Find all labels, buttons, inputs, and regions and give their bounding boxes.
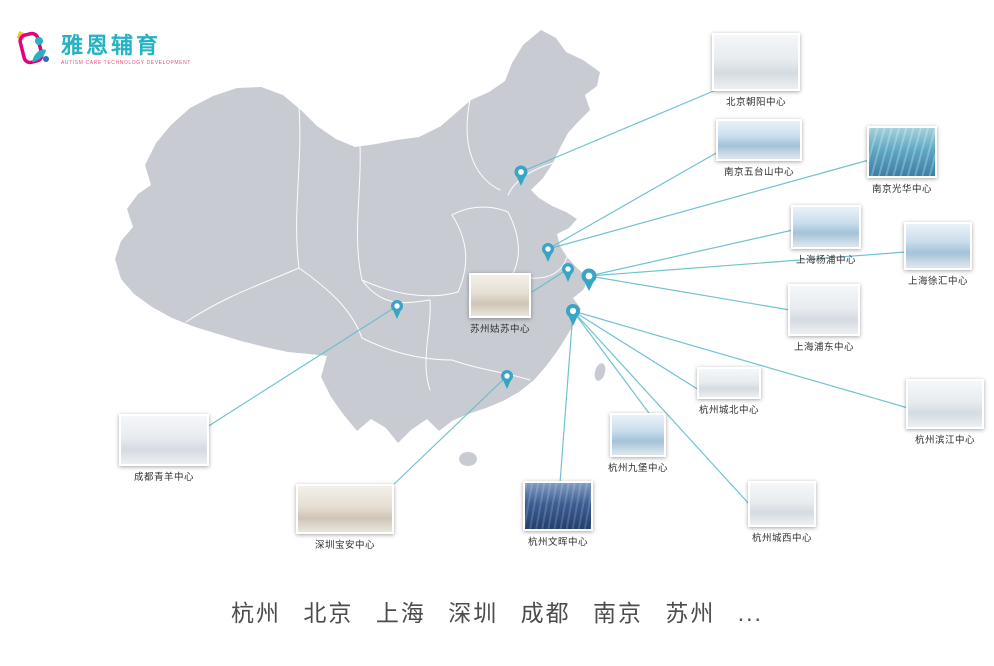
center-photo [296, 484, 394, 534]
center-card-shanghai-xuhui: 上海徐汇中心 [904, 222, 972, 287]
logo-mark-icon [16, 31, 49, 65]
center-card-shenzhen-baoan: 深圳宝安中心 [296, 484, 394, 551]
footer-city-list: 杭州 北京 上海 深圳 成都 南京 苏州 ... [231, 600, 763, 626]
connector-lines [206, 89, 909, 506]
center-card-shanghai-yangpu: 上海杨浦中心 [791, 205, 861, 266]
center-label: 苏州姑苏中心 [469, 324, 530, 335]
center-card-hangzhou-jiubao: 杭州九堡中心 [608, 413, 668, 474]
center-card-shanghai-pudong: 上海浦东中心 [788, 284, 860, 353]
center-label: 上海徐汇中心 [907, 276, 968, 287]
center-photo [867, 126, 937, 178]
center-card-nanjing-wutaishan: 南京五台山中心 [716, 119, 802, 178]
map-pins [391, 165, 597, 389]
center-photo [904, 222, 972, 270]
center-card-hangzhou-wenhui: 杭州文晖中心 [523, 481, 593, 548]
center-photo [748, 481, 816, 527]
center-photo [712, 33, 800, 91]
center-label: 南京光华中心 [871, 184, 932, 195]
center-photo [469, 273, 531, 318]
center-card-hangzhou-chengxi: 杭州城西中心 [748, 481, 816, 544]
map-pin-suzhou [562, 263, 574, 282]
center-photo [610, 413, 666, 457]
center-label: 上海浦东中心 [793, 342, 854, 353]
taiwan-island [594, 363, 606, 381]
center-photo [788, 284, 860, 336]
map-pin-chengdu [391, 300, 403, 319]
logo: 雅恩辅育 AUTISM CARE TECHNOLOGY DEVELOPMENT [12, 28, 191, 72]
center-label: 南京五台山中心 [723, 167, 794, 178]
center-card-suzhou-gusu: 苏州姑苏中心 [469, 273, 531, 335]
center-label: 杭州城西中心 [751, 533, 812, 544]
center-label: 北京朝阳中心 [725, 97, 786, 108]
map-pin-hangzhou [566, 304, 580, 326]
center-card-nanjing-guanghua: 南京光华中心 [867, 126, 937, 195]
center-photo [716, 119, 802, 161]
center-label: 杭州九堡中心 [608, 463, 669, 474]
center-card-chengdu-qingyang: 成都青羊中心 [119, 414, 209, 483]
center-photo [791, 205, 861, 249]
center-label: 深圳宝安中心 [314, 540, 375, 551]
map-pin-nanjing [542, 243, 554, 262]
hainan-island [459, 452, 477, 466]
map-pin-shenzhen [501, 370, 513, 389]
map-pin-beijing [514, 165, 528, 186]
center-card-hangzhou-binjiang: 杭州滨江中心 [906, 379, 984, 446]
logo-title: 雅恩辅育 [61, 33, 162, 58]
center-photo [697, 367, 761, 399]
center-photo [119, 414, 209, 466]
center-label: 杭州城北中心 [698, 405, 759, 416]
map-pin-shanghai [581, 268, 597, 291]
center-photo [906, 379, 984, 429]
center-card-hangzhou-chengbei: 杭州城北中心 [697, 367, 761, 416]
province-borders [185, 99, 568, 391]
center-label: 杭州滨江中心 [914, 435, 975, 446]
center-label: 上海杨浦中心 [795, 255, 856, 266]
center-card-beijing-chaoyang: 北京朝阳中心 [712, 33, 800, 108]
logo-tagline: AUTISM CARE TECHNOLOGY DEVELOPMENT [61, 60, 191, 67]
center-photo [523, 481, 593, 531]
center-label: 成都青羊中心 [133, 472, 194, 483]
center-label: 杭州文晖中心 [527, 537, 588, 548]
